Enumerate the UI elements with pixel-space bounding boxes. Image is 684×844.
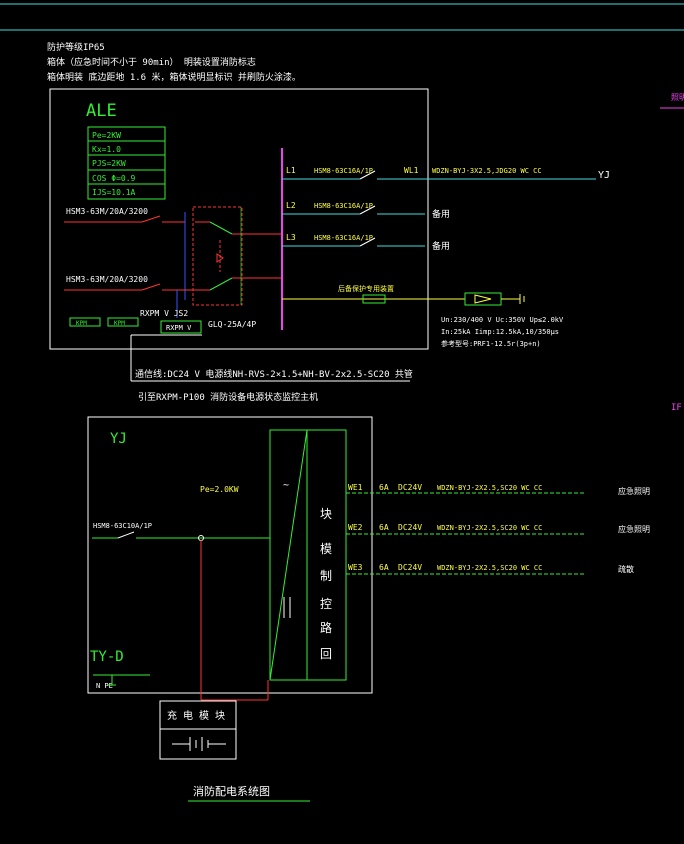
branch-l3-dest: 备用 xyxy=(432,240,450,252)
spd-device xyxy=(464,292,502,306)
module-char-5: 路 xyxy=(320,620,332,635)
output-we3-rating: 6A xyxy=(379,563,389,572)
note-line-3: 箱体明装 底边距地 1.6 米，箱体说明显标识 并刷防火涂漆。 xyxy=(47,71,301,83)
ats-label: GLQ-25A/4P xyxy=(208,320,256,329)
branch-l2-breaker: HSM8-63C16A/1P xyxy=(314,202,373,210)
module-char-6: 回 xyxy=(320,647,332,661)
yj-title: YJ xyxy=(110,431,127,447)
param-cos: COS Φ=0.9 xyxy=(92,174,136,183)
branch-l1-cable: WDZN-BYJ-3X2.5,JDG20 WC CC xyxy=(432,167,542,175)
ats-contact-2 xyxy=(209,277,233,291)
ale-param-table: Pe=2KW Kx=1.0 PJS=2KW COS Φ=0.9 IJS=10.1… xyxy=(87,126,166,200)
output-we3-dest: 疏散 xyxy=(618,564,634,574)
ale-title: ALE xyxy=(86,101,117,121)
output-we1-dest: 应急照明 xyxy=(618,486,650,496)
ats-contact-1 xyxy=(209,221,233,235)
param-ijs: IJS=10.1A xyxy=(92,188,136,197)
module-diagonal xyxy=(269,429,308,681)
output-we2-cable: WDZN-BYJ-2X2.5,SC20 WC CC xyxy=(437,524,542,532)
branch-l3-breaker: HSM8-63C16A/1P xyxy=(314,234,373,242)
ats-actuator-icon xyxy=(216,253,224,263)
spd-arrow-icon xyxy=(474,294,492,304)
yj-pe-label: N PE xyxy=(96,682,113,690)
ale-panel-border xyxy=(49,88,429,350)
branch-l1-phase: L1 xyxy=(286,166,296,175)
module-char-4: 控 xyxy=(320,597,332,611)
spd-label: 后备保护专用装置 xyxy=(338,284,394,293)
charge-module-label: 充 电 模 块 xyxy=(167,709,225,722)
bus-note-2: 引至RXPM-P100 消防设备电源状态监控主机 xyxy=(138,391,318,403)
param-pe: Pe=2KW xyxy=(92,131,121,140)
module-char-3: 制 xyxy=(320,569,332,583)
output-we1-circuit: WE1 xyxy=(348,483,363,492)
incoming-1-label: HSM3-63M/20A/3200 xyxy=(66,207,148,216)
incoming-2-label: HSM3-63M/20A/3200 xyxy=(66,275,148,284)
note-line-2: 箱体（应急时间不小于 90min） 明装设置消防标志 xyxy=(47,56,256,68)
side-label-mid: IF xyxy=(671,403,682,413)
side-label-top: 照明 xyxy=(671,93,684,102)
bus-note: 通信线:DC24 V 电源线NH-RVS-2×1.5+NH-BV-2x2.5-S… xyxy=(135,368,413,380)
output-we2-circuit: WE2 xyxy=(348,523,363,532)
branch-l2-phase: L2 xyxy=(286,201,296,210)
incoming-1-switch xyxy=(141,215,161,223)
yj-base-label: TY-D xyxy=(90,649,124,665)
rxpm-label: RXPM V JS2 xyxy=(140,309,188,318)
incoming-2-switch xyxy=(141,283,161,291)
branch-l3-phase: L3 xyxy=(286,233,296,242)
small-box-2 xyxy=(107,317,139,327)
branch-l3-switch xyxy=(359,237,376,247)
diagram-caption: 消防配电系统图 xyxy=(193,784,270,798)
branch-l1-switch xyxy=(359,170,376,180)
spd-spec-1: Un:230/400 V Uc:350V Up≤2.0kV xyxy=(441,316,564,324)
ale-panel: ALE Pe=2KW Kx=1.0 PJS=2KW COS Φ=0.9 IJS=… xyxy=(49,88,610,350)
spd-spec-3: 参考型号:PRF1-12.5r(3p+n) xyxy=(441,339,541,348)
param-kx: Kx=1.0 xyxy=(92,145,121,154)
branch-l2-dest: 备用 xyxy=(432,208,450,220)
branch-l1-circuit: WL1 xyxy=(404,166,419,175)
circuit-control-module xyxy=(269,429,347,681)
small-box-2-label: KPM xyxy=(114,320,125,327)
branch-l1-breaker: HSM8-63C16A/1P xyxy=(314,167,373,175)
module-ac-symbol: ~ xyxy=(283,480,289,491)
small-box-1 xyxy=(69,317,101,327)
ats-box xyxy=(192,206,243,306)
yj-breaker-switch xyxy=(117,531,135,539)
output-we2-dest: 应急照明 xyxy=(618,524,650,534)
output-we3-volt: DC24V xyxy=(398,563,422,572)
branch-l2-switch xyxy=(359,205,376,215)
param-table-border xyxy=(87,126,166,200)
output-we2-rating: 6A xyxy=(379,523,389,532)
param-pjs: PJS=2KW xyxy=(92,159,126,168)
output-we1-volt: DC24V xyxy=(398,483,422,492)
yj-pe: Pe=2.0KW xyxy=(200,485,239,494)
output-we3-cable: WDZN-BYJ-2X2.5,SC20 WC CC xyxy=(437,564,542,572)
note-line-1: 防护等级IP65 xyxy=(47,41,105,53)
spd-fuse xyxy=(362,294,386,304)
module-char-2: 模 xyxy=(320,542,332,556)
battery-box xyxy=(159,728,237,760)
output-we3-circuit: WE3 xyxy=(348,563,363,572)
output-we1-cable: WDZN-BYJ-2X2.5,SC20 WC CC xyxy=(437,484,542,492)
output-we1-rating: 6A xyxy=(379,483,389,492)
spd-spec-2: In:25kA Iimp:12.5kA,10/350μs xyxy=(441,328,559,336)
small-box-1-label: KPM xyxy=(76,320,87,327)
rxpm-box-label: RXPM V xyxy=(166,324,192,332)
yj-panel: YJ Pe=2.0KW HSM8-63C10A/1P TY-D N PE ~ 块… xyxy=(87,416,650,701)
yj-panel-border xyxy=(87,416,373,694)
module-char-1: 块 xyxy=(320,507,332,521)
output-we2-volt: DC24V xyxy=(398,523,422,532)
charge-module: 充 电 模 块 xyxy=(159,700,237,760)
branch-l1-dest: YJ xyxy=(598,170,610,181)
rxpm-box xyxy=(160,320,202,334)
yj-breaker: HSM8-63C10A/1P xyxy=(93,522,152,530)
